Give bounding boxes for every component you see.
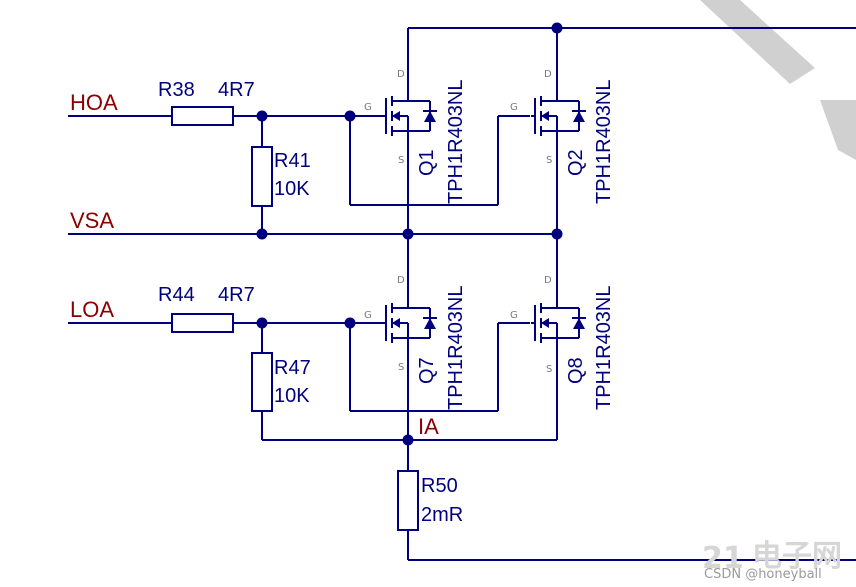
- r41-ref: R41: [274, 150, 311, 172]
- q7-part: TPH1R403NL: [445, 285, 467, 410]
- r47-ref: R47: [274, 357, 311, 379]
- mosfet-q2: [531, 84, 586, 148]
- r47-value: 10K: [274, 385, 310, 407]
- r38-ref: R38: [158, 79, 195, 101]
- q1-ref: Q1: [416, 149, 438, 176]
- resistor-r44: [171, 313, 234, 333]
- q8-part: TPH1R403NL: [593, 285, 615, 410]
- r38-value: 4R7: [218, 79, 255, 101]
- q1-pin-g: G: [364, 102, 372, 113]
- q7-ref: Q7: [416, 357, 438, 384]
- q2-part: TPH1R403NL: [593, 79, 615, 204]
- r50-value: 2mR: [421, 504, 463, 526]
- resistor-r50: [397, 470, 419, 531]
- r41-value: 10K: [274, 178, 310, 200]
- junction-dots: [256, 22, 563, 446]
- r44-value: 4R7: [218, 284, 255, 306]
- decorative-band-2: [820, 100, 856, 160]
- q7-pin-g: G: [364, 310, 372, 321]
- r44-ref: R44: [158, 284, 195, 306]
- q8-pin-d: D: [544, 275, 552, 286]
- q1-pin-s: S: [398, 155, 404, 166]
- resistor-r38: [171, 106, 234, 126]
- mosfet-q8: [531, 291, 586, 355]
- watermark-site: 电子网: [752, 539, 842, 574]
- q2-pin-g: G: [510, 102, 518, 113]
- q1-part: TPH1R403NL: [445, 79, 467, 204]
- mosfet-q1: [382, 84, 437, 148]
- q8-pin-g: G: [510, 310, 518, 321]
- q8-pin-s: S: [546, 364, 552, 375]
- net-label-loa: LOA: [70, 297, 114, 322]
- q1-pin-d: D: [397, 69, 405, 80]
- mosfet-q7: [382, 291, 437, 355]
- watermark-site-prefix: 21: [702, 541, 744, 576]
- q2-ref: Q2: [565, 149, 587, 176]
- watermark-credit: CSDN @honeyball: [704, 567, 822, 582]
- q2-pin-s: S: [546, 155, 552, 166]
- resistor-r47: [251, 352, 273, 412]
- net-label-hoa: HOA: [70, 90, 118, 115]
- net-label-ia: IA: [418, 414, 439, 439]
- q7-pin-s: S: [398, 362, 404, 373]
- q2-pin-d: D: [544, 69, 552, 80]
- r50-ref: R50: [421, 475, 458, 497]
- net-label-vsa: VSA: [70, 208, 114, 233]
- q7-pin-d: D: [397, 275, 405, 286]
- decorative-band-1: [700, 0, 815, 84]
- resistor-r41: [251, 146, 273, 207]
- q8-ref: Q8: [565, 357, 587, 384]
